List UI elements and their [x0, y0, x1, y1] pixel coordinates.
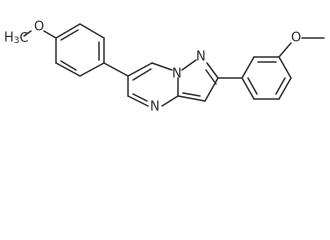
bond-ring-to-oxygen-right	[278, 42, 292, 58]
left-benzene-ring	[55, 23, 105, 77]
bond	[278, 77, 292, 100]
pyrazole-ring	[177, 59, 219, 102]
oxygen-atom-right: O	[291, 31, 301, 46]
bond-oxygen-to-methyl-left	[23, 30, 32, 37]
bond	[204, 77, 219, 102]
nitrogen-atom-pyrazole: N	[196, 50, 206, 65]
pyrimidine-ring	[127, 62, 179, 107]
double-bond-inner	[132, 93, 148, 102]
bond	[79, 23, 105, 39]
right-benzene-ring	[241, 56, 292, 100]
double-bond-inner	[132, 68, 152, 81]
double-bond-inner	[275, 77, 286, 95]
bond	[151, 62, 173, 71]
bond	[241, 77, 255, 100]
double-bond-inner	[60, 29, 79, 41]
bond-aryl-to-core	[103, 62, 129, 77]
double-bond-inner	[247, 77, 258, 95]
bond	[241, 56, 255, 79]
bond	[55, 62, 81, 77]
nitrogen-atom-fused: N	[172, 67, 182, 82]
bond	[177, 95, 206, 102]
bond	[55, 23, 81, 39]
oxygen-atom-left: O	[34, 20, 44, 35]
nitrogen-atom-pyrimidine: N	[150, 100, 160, 115]
bond	[161, 95, 179, 107]
bond	[79, 62, 105, 77]
bond	[206, 62, 219, 79]
double-bond-inner	[205, 69, 217, 85]
bond	[181, 59, 197, 71]
methyl-group-left: H3C	[4, 31, 29, 47]
double-bond-inner	[60, 60, 77, 71]
bond	[127, 62, 153, 77]
double-bond-inner	[182, 92, 201, 97]
bond-ring-to-oxygen-left	[43, 30, 57, 39]
bond	[127, 95, 149, 107]
chemical-structure-diagram: O H3C N N N	[4, 20, 325, 115]
bond	[278, 56, 292, 79]
